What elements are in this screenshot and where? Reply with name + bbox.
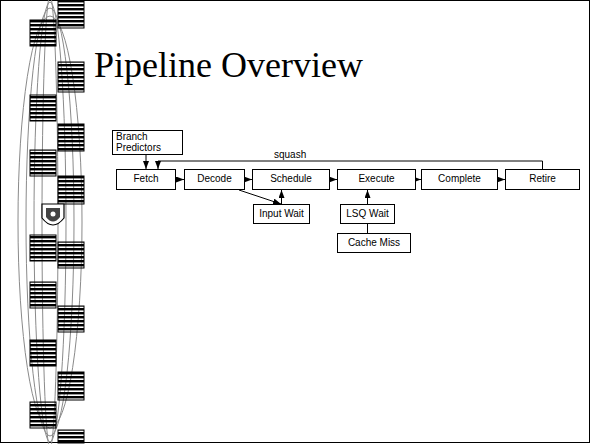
pipeline-arrow: [239, 190, 281, 204]
pipeline-arrow: [146, 155, 147, 169]
box-label: Execute: [358, 174, 394, 185]
stage-box: Retire: [505, 169, 580, 190]
stage-box: Execute: [337, 169, 416, 190]
pipeline-arrow: [498, 179, 505, 180]
box-label: Decode: [197, 174, 231, 185]
pipeline-arrow: [281, 190, 282, 204]
stage-box: Fetch: [116, 169, 176, 190]
box-label: Cache Miss: [348, 238, 400, 249]
stage-box: Complete: [421, 169, 498, 190]
wait-box: LSQ Wait: [340, 204, 395, 224]
pipeline-arrow: [330, 179, 337, 180]
box-label: Complete: [438, 174, 481, 185]
slide-title: Pipeline Overview: [94, 46, 363, 86]
shield-emblem: [42, 204, 64, 225]
wait-box: Cache Miss: [337, 233, 411, 253]
pipeline-arrow: [367, 224, 368, 233]
pipeline-arrow: [158, 161, 543, 169]
box-label: Retire: [529, 174, 556, 185]
film-strip: [30, 1, 84, 443]
edge-label: squash: [272, 149, 308, 160]
box-label: Fetch: [133, 174, 158, 185]
wait-box: Input Wait: [253, 204, 310, 224]
pipeline-arrow: [367, 190, 368, 204]
box-label: Input Wait: [259, 209, 304, 220]
box-label: LSQ Wait: [346, 209, 388, 220]
pipeline-arrow: [176, 179, 184, 180]
pipeline-arrow: [245, 179, 252, 180]
box-label: Branch Predictors: [116, 132, 179, 153]
box-label: Schedule: [270, 174, 312, 185]
stage-box: Schedule: [252, 169, 330, 190]
stage-box: Decode: [184, 169, 245, 190]
predictor-box: Branch Predictors: [112, 130, 183, 155]
